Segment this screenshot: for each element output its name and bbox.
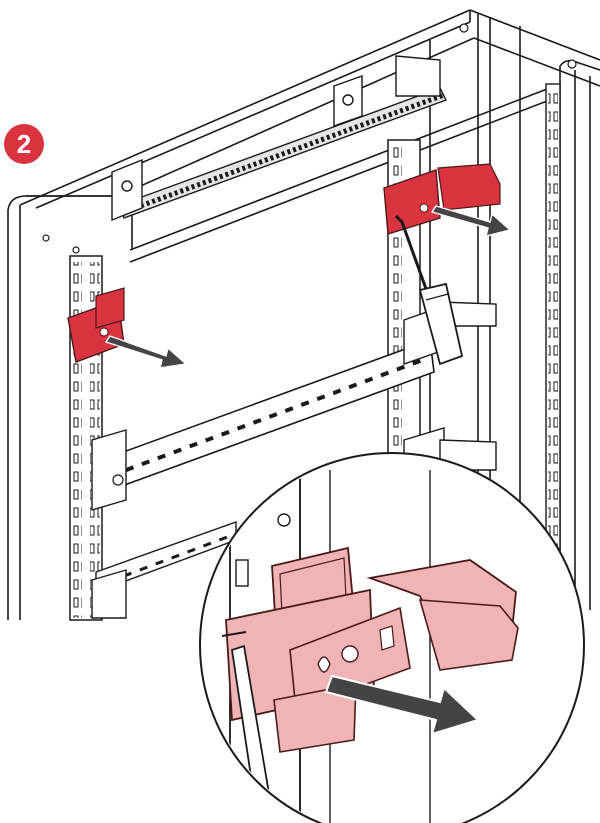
removal-arrow-icon — [324, 674, 480, 736]
step-number-badge: 2 — [4, 124, 44, 164]
screwdriver-icon — [394, 214, 464, 366]
zoom-detail — [199, 452, 585, 823]
red-clip-middle — [383, 163, 501, 235]
right-rail — [545, 83, 561, 605]
mounting-bracket — [111, 55, 441, 222]
removal-arrow-icon — [430, 205, 512, 237]
horizontal-beam — [95, 338, 435, 594]
removal-arrow-icon — [104, 335, 188, 369]
